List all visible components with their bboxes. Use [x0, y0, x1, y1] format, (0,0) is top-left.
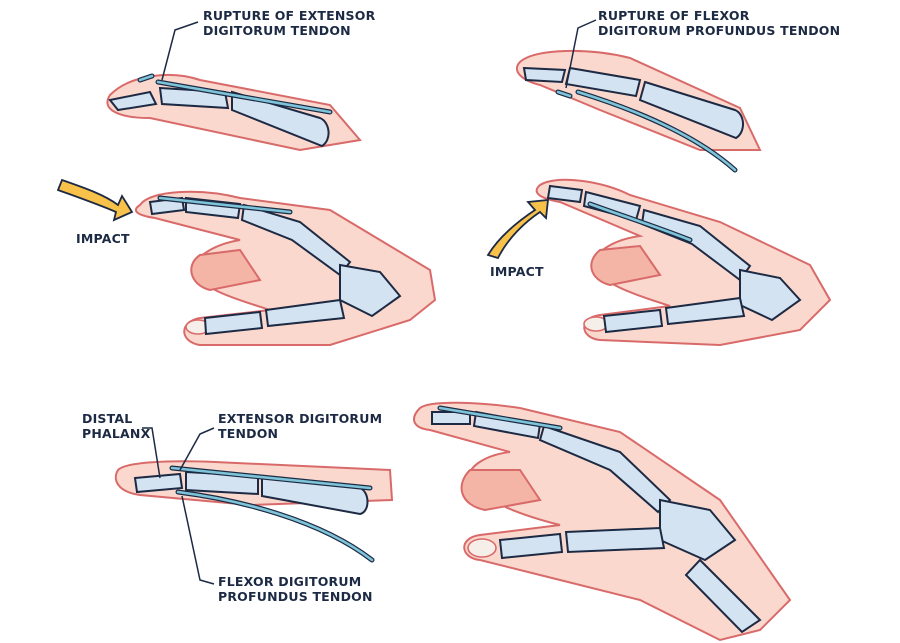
label-distal-phalanx: DISTAL PHALANX	[82, 411, 150, 441]
label-flexor-tendon-line1: FLEXOR DIGITORUM	[218, 574, 362, 589]
finger-extensor-rupture	[106, 21, 362, 152]
label-distal-phalanx-line2: PHALANX	[82, 426, 151, 441]
label-flexor-tendon: FLEXOR DIGITORUM PROFUNDUS TENDON	[218, 574, 373, 604]
hand-normal	[413, 401, 792, 642]
finger-bones-bottom-left	[133, 470, 369, 516]
label-flexor-tendon-line2: PROFUNDUS TENDON	[218, 589, 373, 604]
label-rupture-flexor-line1: RUPTURE OF FLEXOR	[598, 8, 750, 23]
label-distal-phalanx-line1: DISTAL	[82, 411, 133, 426]
finger-anatomy	[114, 427, 394, 585]
label-impact-left: IMPACT	[76, 231, 130, 246]
label-rupture-flexor-line2: DIGITORUM PROFUNDUS TENDON	[598, 23, 841, 38]
label-extensor-tendon-line1: EXTENSOR DIGITORUM	[218, 411, 383, 426]
finger-bones-top-right	[522, 66, 744, 140]
label-rupture-extensor-line2: DIGITORUM TENDON	[203, 23, 351, 38]
label-rupture-extensor-line1: RUPTURE OF EXTENSOR	[203, 8, 376, 23]
finger-flexor-rupture	[515, 19, 762, 173]
label-rupture-flexor: RUPTURE OF FLEXOR DIGITORUM PROFUNDUS TE…	[598, 8, 840, 38]
label-extensor-tendon-line2: TENDON	[218, 426, 279, 441]
label-impact-right: IMPACT	[490, 264, 544, 279]
impact-arrow-right	[486, 198, 550, 260]
label-rupture-extensor: RUPTURE OF EXTENSOR DIGITORUM TENDON	[203, 8, 375, 38]
hand-impact-right	[486, 178, 832, 347]
hand-bones-bottom-right	[431, 410, 762, 634]
hand-impact-left	[56, 178, 437, 346]
label-extensor-tendon: EXTENSOR DIGITORUM TENDON	[218, 411, 382, 441]
impact-arrow-left	[56, 178, 134, 222]
